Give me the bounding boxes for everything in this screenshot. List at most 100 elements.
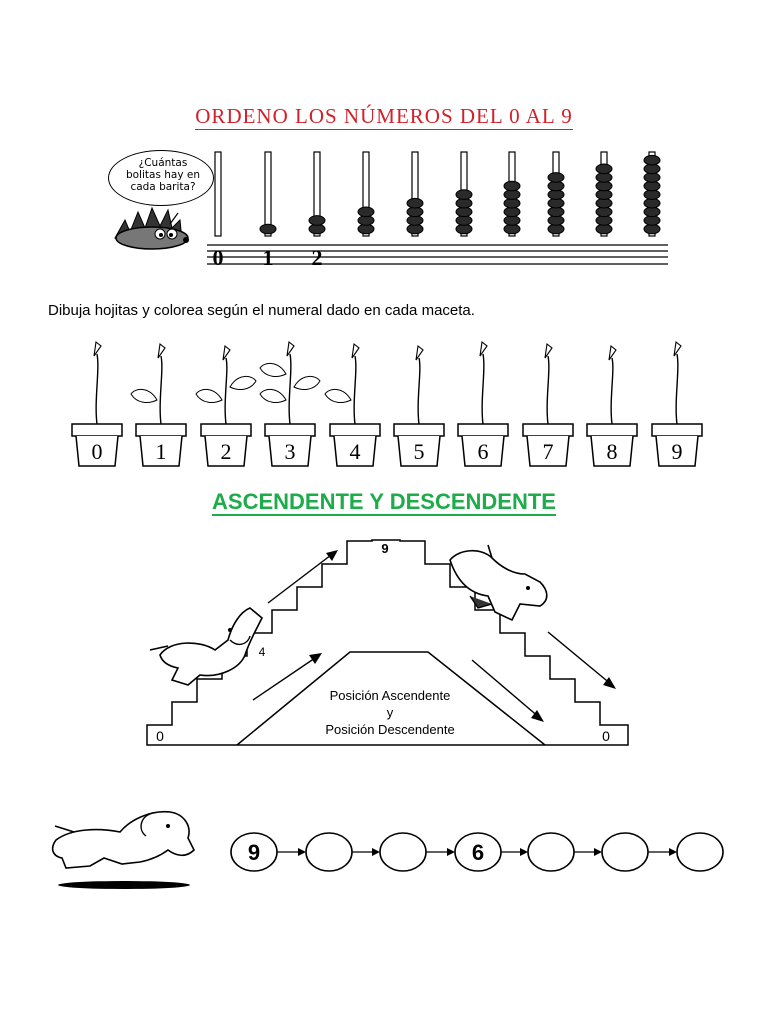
plant-stem — [159, 355, 163, 425]
flower-pot: 2 — [195, 344, 257, 467]
plant-bud — [351, 342, 360, 359]
leaf — [259, 389, 287, 403]
flower-pot: 3 — [259, 340, 321, 467]
flower-pot: 7 — [522, 342, 574, 467]
sequence-arrowhead — [372, 848, 380, 856]
pot-rim — [264, 423, 316, 437]
plant-bud — [673, 340, 682, 357]
plant-stem — [546, 355, 550, 425]
pot-body — [333, 435, 377, 467]
sequence-arrowhead — [298, 848, 306, 856]
plant-stem — [353, 355, 357, 425]
abacus-bead — [357, 206, 375, 218]
sequence-circle[interactable] — [305, 832, 353, 872]
abacus-bead — [503, 180, 521, 192]
flower-pot: 5 — [393, 344, 445, 467]
plant-stem — [610, 357, 614, 425]
flower-pot: 9 — [651, 340, 703, 467]
plant-bud — [222, 344, 231, 361]
abacus-rod — [362, 151, 370, 237]
pot-number: 8 — [607, 439, 618, 464]
abacus-rod — [264, 151, 272, 237]
section-title-ordeno: ORDENO LOS NÚMEROS DEL 0 AL 9 — [0, 104, 768, 130]
leaf — [259, 363, 287, 377]
flower-pot: 8 — [586, 344, 638, 467]
pot-number: 4 — [350, 439, 361, 464]
pot-body — [75, 435, 119, 467]
section-title-ascendente: ASCENDENTE Y DESCENDENTE — [0, 489, 768, 516]
sequence-arrowhead — [669, 848, 677, 856]
abacus — [207, 151, 668, 265]
leaf — [229, 376, 257, 390]
pot-rim — [135, 423, 187, 437]
pot-body — [268, 435, 312, 467]
plant-stem — [288, 353, 292, 425]
dog-descending-icon — [449, 544, 548, 622]
abacus-label: 1 — [263, 245, 274, 270]
pot-body — [526, 435, 570, 467]
plant-stem — [224, 357, 228, 425]
abacus-bead — [455, 189, 473, 200]
speech-line: bolitas hay en — [125, 169, 201, 181]
pot-rim — [71, 423, 123, 437]
caption-descendente: Posición Descendente — [325, 722, 455, 737]
plant-stem — [417, 357, 421, 425]
plant-stem — [95, 353, 99, 425]
pot-body — [204, 435, 248, 467]
flower-pot: 0 — [71, 340, 123, 467]
speech-text: ¿Cuántas bolitas hay en cada barita? — [118, 157, 208, 193]
leaf — [130, 389, 158, 403]
plant-bud — [608, 344, 617, 361]
sequence-circle[interactable] — [527, 832, 575, 872]
pot-rim — [586, 423, 638, 437]
sequence-circle[interactable] — [379, 832, 427, 872]
flower-pot: 1 — [130, 342, 187, 467]
speech-line: cada barita? — [130, 181, 196, 193]
title-text: ORDENO LOS NÚMEROS DEL 0 AL 9 — [195, 104, 573, 130]
flower-pot: 6 — [457, 340, 509, 467]
caption-y: y — [386, 705, 394, 720]
abacus-bead — [643, 154, 661, 166]
pot-number: 1 — [156, 439, 167, 464]
pot-rim — [522, 423, 574, 437]
pot-number: 7 — [543, 439, 554, 464]
leaf — [195, 389, 223, 403]
abacus-bead — [547, 172, 565, 183]
sequence-value: 9 — [248, 840, 260, 865]
sequence-arrowhead — [447, 848, 455, 856]
plant-stem — [481, 353, 485, 425]
plant-bud — [157, 342, 166, 359]
pot-body — [461, 435, 505, 467]
stair-label-top: 9 — [381, 541, 388, 556]
pot-body — [590, 435, 634, 467]
abacus-label: 2 — [312, 245, 323, 270]
plant-bud — [286, 340, 295, 357]
abacus-label: 0 — [213, 245, 224, 270]
sequence-circle[interactable] — [601, 832, 649, 872]
sequence-arrowhead — [520, 848, 528, 856]
pot-rim — [200, 423, 252, 437]
abacus-bead — [406, 197, 424, 209]
pot-number: 5 — [414, 439, 425, 464]
stair-label-end: 0 — [602, 728, 610, 744]
pot-number: 0 — [92, 439, 103, 464]
plant-bud — [93, 340, 102, 357]
plant-stem — [675, 353, 679, 425]
pot-rim — [457, 423, 509, 437]
stair-label-start: 0 — [156, 728, 164, 744]
speech-line: ¿Cuántas — [138, 157, 188, 169]
leaf — [293, 376, 321, 390]
pot-number: 9 — [672, 439, 683, 464]
pot-number: 6 — [478, 439, 489, 464]
pot-rim — [651, 423, 703, 437]
abacus-bead — [308, 215, 326, 226]
caption-ascendente: Posición Ascendente — [329, 688, 451, 703]
sequence-circle[interactable] — [676, 832, 724, 872]
abacus-bead — [259, 223, 277, 235]
instruction-text: Dibuja hojitas y colorea según el numera… — [48, 302, 475, 319]
abacus-rod — [214, 151, 222, 237]
pot-body — [139, 435, 183, 467]
